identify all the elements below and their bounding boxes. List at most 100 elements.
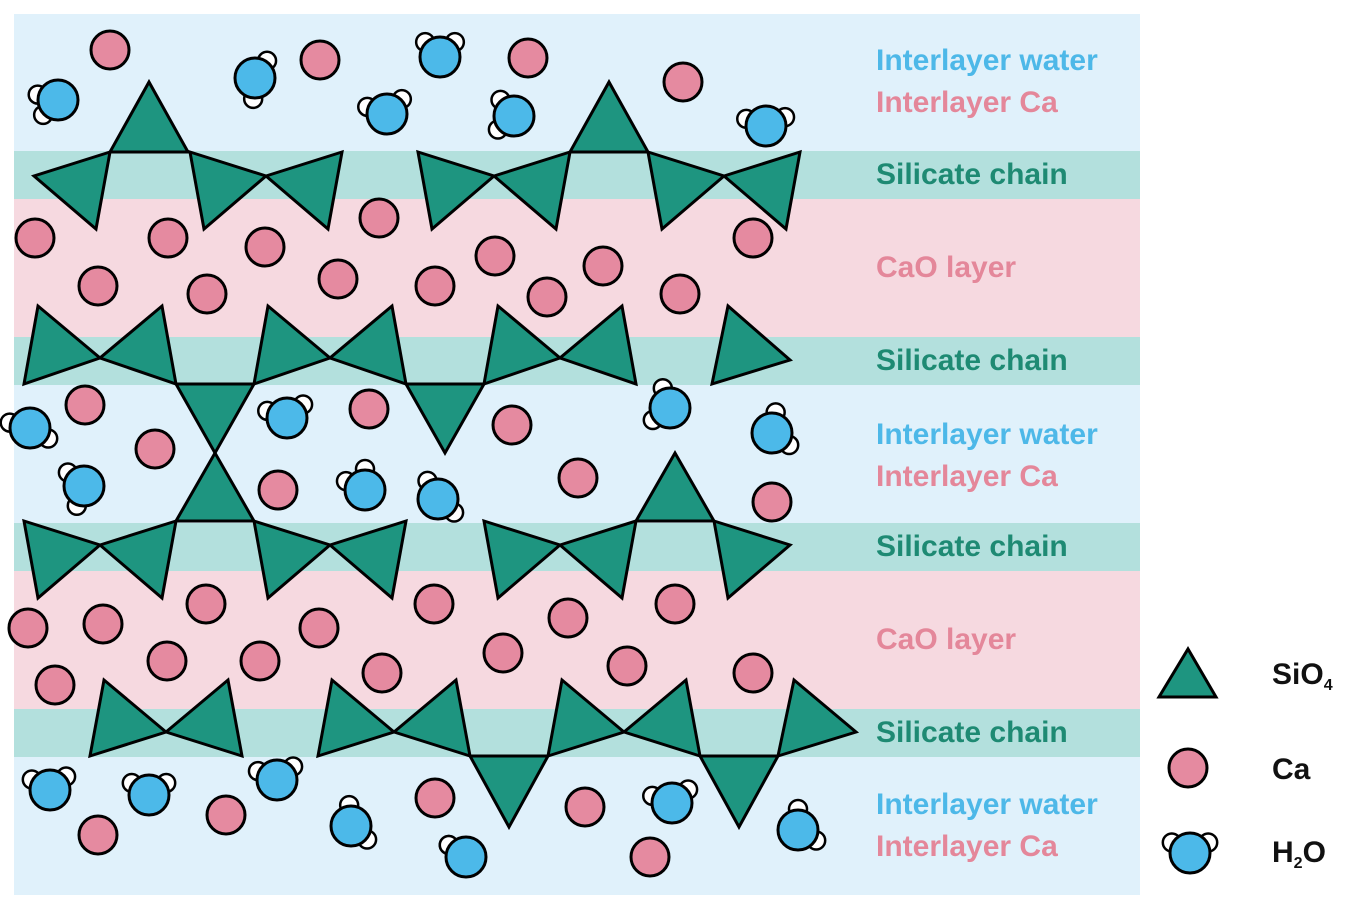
calcium-ion: [526, 276, 568, 318]
label-silicate-chain-2: Silicate chain: [876, 344, 1068, 377]
legend-sio4-label: SiO4: [1272, 658, 1333, 694]
calcium-ion: [361, 652, 403, 694]
water-molecule: [121, 772, 177, 817]
sio4-tetrahedron: [416, 149, 498, 232]
calcium-ion: [257, 469, 299, 511]
water-molecule: [247, 756, 304, 802]
sio4-tetrahedron: [30, 149, 112, 232]
sio4-tetrahedron: [482, 303, 564, 387]
oxygen-atom: [233, 56, 277, 100]
oxygen-atom: [28, 768, 72, 812]
label-interlayer-water-3: Interlayer water: [876, 788, 1098, 821]
sio4-tetrahedron: [467, 754, 551, 831]
sio4-tetrahedron: [490, 149, 572, 232]
calcium-ion: [413, 583, 455, 625]
sio4-tetrahedron: [252, 303, 334, 387]
calcium-ion: [205, 794, 247, 836]
sio4-tetrahedron: [390, 677, 472, 759]
sio4-tetrahedron: [720, 149, 802, 232]
calcium-ion: [7, 607, 49, 649]
sio4-tetrahedron: [96, 303, 178, 387]
calcium-ion: [557, 457, 599, 499]
calcium-ion: [64, 384, 106, 426]
label-interlayer-water-1: Interlayer water: [876, 44, 1098, 77]
calcium-ion: [77, 814, 119, 856]
calcium-ion: [582, 245, 624, 287]
calcium-ion: [185, 583, 227, 625]
sio4-tetrahedron: [620, 677, 702, 759]
water-molecule: [642, 378, 692, 431]
water-molecule: [335, 458, 387, 512]
water-molecule: [0, 406, 59, 450]
oxygen-atom: [265, 396, 309, 440]
oxygen-atom: [444, 835, 488, 879]
calcium-ion: [474, 235, 516, 277]
calcium-ion: [414, 265, 456, 307]
sio4-tetrahedron: [482, 518, 564, 601]
sio4-tetrahedron: [162, 677, 244, 759]
calcium-ion: [662, 61, 704, 103]
water-molecule: [414, 31, 466, 79]
sio4-tetrahedron: [22, 518, 104, 601]
water-molecule: [57, 462, 106, 516]
label-silicate-chain-3: Silicate chain: [876, 530, 1068, 563]
oxygen-atom: [62, 464, 106, 508]
sio4-tetrahedron: [403, 382, 487, 457]
sio4-tetrahedron: [252, 518, 334, 601]
sio4-tetrahedron: [646, 149, 728, 232]
sio4-tetrahedron: [712, 518, 794, 601]
water-molecule: [642, 779, 699, 825]
water-molecule: [357, 88, 413, 136]
oxygen-atom: [648, 386, 692, 430]
label-silicate-chain-4: Silicate chain: [876, 716, 1068, 749]
water-molecule: [776, 798, 827, 852]
oxygen-atom: [776, 808, 820, 852]
water-band: [14, 757, 1140, 895]
calcium-ion: [659, 273, 701, 315]
oxygen-atom: [750, 411, 794, 455]
calcium-ion: [654, 583, 696, 625]
sio4-tetrahedron: [710, 303, 794, 387]
calcium-ion: [77, 265, 119, 307]
legend-h2o-label: H2O: [1272, 836, 1326, 872]
calcium-ion: [629, 836, 671, 878]
sio4-tetrahedron: [316, 677, 398, 759]
calcium-ion: [547, 597, 589, 639]
oxygen-atom: [1168, 831, 1212, 875]
water-molecule: [27, 78, 80, 126]
sio4-tetrahedron: [88, 677, 170, 759]
calcium-ion: [358, 197, 400, 239]
calcium-ion: [147, 217, 189, 259]
sio4-tetrahedron: [22, 303, 104, 387]
oxygen-atom: [255, 758, 299, 802]
water-molecule: [21, 766, 77, 812]
label-interlayer-ca-2: Interlayer Ca: [876, 460, 1058, 493]
calcium-ion: [298, 607, 340, 649]
sio4-tetrahedron: [326, 303, 408, 387]
calcium-ion: [82, 603, 124, 645]
label-cao-layer-2: CaO layer: [876, 623, 1017, 656]
oxygen-atom: [365, 92, 409, 136]
oxygen-atom: [343, 468, 387, 512]
silicate-tetrahedra: [22, 78, 860, 831]
calcium-ion: [239, 640, 281, 682]
sio4-tetrahedron: [188, 149, 270, 232]
water-molecule: [438, 834, 488, 879]
oxygen-atom: [492, 94, 536, 138]
sio4-tetrahedron: [567, 78, 651, 154]
sio4-tetrahedron: [697, 754, 781, 831]
sio4-tetrahedron: [107, 78, 191, 154]
calcium-ion: [482, 632, 524, 674]
sio4-tetrahedron: [173, 382, 257, 457]
calcium-ion: [732, 217, 774, 259]
calcium-ion: [606, 645, 648, 687]
water-molecule: [257, 394, 314, 440]
calcium-ion: [491, 404, 533, 446]
oxygen-atom: [8, 406, 52, 450]
calcium-ion: [414, 777, 456, 819]
calcium-ion: [299, 39, 341, 81]
label-interlayer-ca-3: Interlayer Ca: [876, 830, 1058, 863]
oxygen-atom: [744, 104, 788, 148]
water-molecule: [233, 50, 278, 110]
